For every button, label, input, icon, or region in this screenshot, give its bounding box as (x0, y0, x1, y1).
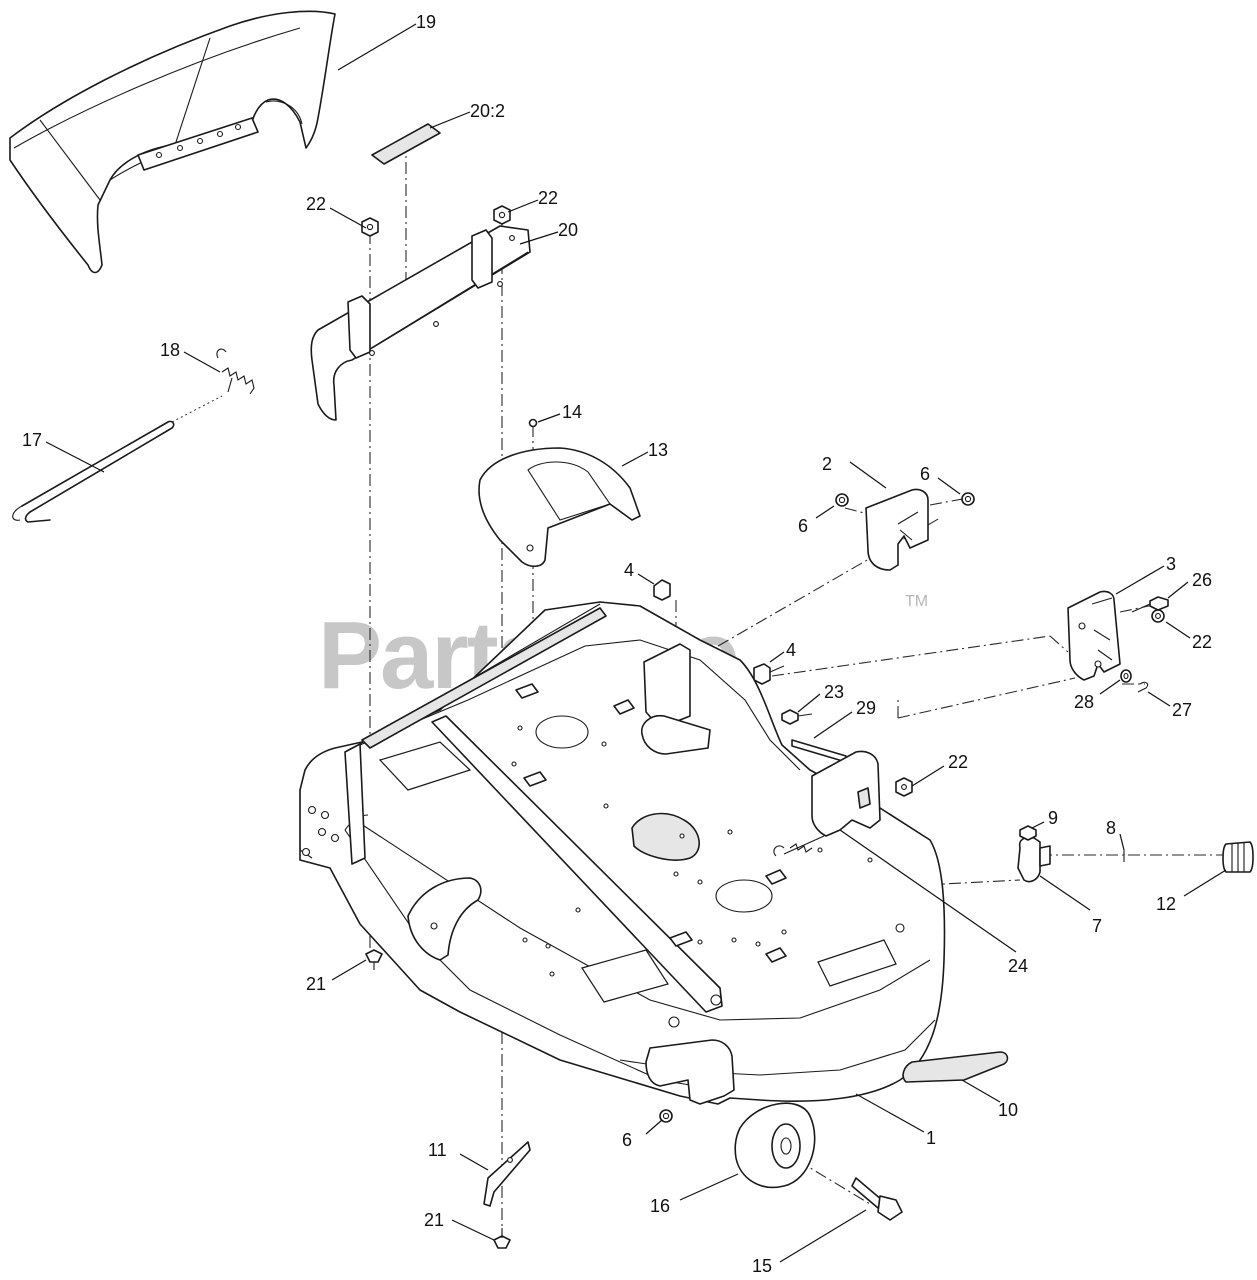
flange-nut-22-left (361, 217, 379, 237)
flange-nut-22-right (493, 205, 511, 225)
cotter-pin-27 (1137, 681, 1149, 693)
mower-deck-1 (299, 601, 946, 1105)
callout-11: 11 (428, 1140, 447, 1160)
rod-29 (791, 739, 847, 763)
callout-18: 18 (160, 340, 180, 360)
callout-14: 14 (562, 402, 582, 422)
nut-22-bracket (1151, 609, 1165, 623)
caster-wheel-16 (734, 1102, 816, 1189)
callout-20: 20 (558, 220, 578, 240)
callout-6-left: 6 (798, 516, 808, 536)
callout-8: 8 (1106, 818, 1116, 838)
spindle-cover-13 (478, 447, 641, 568)
hose-fitting-12 (1222, 841, 1254, 873)
spacer-6-right (961, 492, 975, 506)
spacer-6-left (835, 493, 849, 507)
callout-2: 2 (822, 454, 832, 474)
hook-spring-24 (773, 835, 825, 857)
callout-7: 7 (1092, 916, 1102, 936)
bracket-2 (865, 488, 929, 571)
pin-4-upper (653, 579, 671, 601)
decal-20-2 (371, 123, 441, 165)
callout-12: 12 (1156, 894, 1176, 914)
callout-22-top-left: 22 (306, 194, 326, 214)
screw-14 (528, 418, 538, 428)
callout-15: 15 (752, 1256, 772, 1276)
callout-22-lower: 22 (948, 752, 968, 772)
callout-13: 13 (648, 440, 668, 460)
callout-1: 1 (926, 1128, 936, 1148)
callout-16: 16 (650, 1196, 670, 1216)
torsion-spring-18 (216, 348, 255, 395)
callout-28: 28 (1074, 692, 1094, 712)
callout-23: 23 (824, 682, 844, 702)
screw-21-lower (493, 1228, 511, 1249)
callout-26: 26 (1192, 570, 1212, 590)
callout-4-upper: 4 (624, 560, 634, 580)
callout-27: 27 (1172, 700, 1192, 720)
spacer-6-lower (659, 1109, 673, 1123)
shield-10 (902, 1051, 1009, 1083)
callout-9: 9 (1048, 808, 1058, 828)
callout-29: 29 (856, 698, 876, 718)
leader-lines (45, 23, 1227, 1263)
chute-bracket-20 (310, 225, 531, 421)
callout-19: 19 (416, 12, 436, 32)
callout-21-lower: 21 (424, 1210, 444, 1230)
callout-24: 24 (1008, 956, 1028, 976)
callout-22-right: 22 (1192, 632, 1212, 652)
callout-21-upper: 21 (306, 974, 326, 994)
axle-bolt-15 (851, 1177, 903, 1221)
callout-3: 3 (1166, 554, 1176, 574)
bracket-11 (483, 1141, 531, 1207)
bolt-23 (781, 709, 813, 725)
callout-17: 17 (22, 430, 42, 450)
flange-nut-22-lower (895, 777, 913, 797)
callout-6-lower: 6 (622, 1130, 632, 1150)
washout-port-7 (1017, 836, 1051, 883)
chute-rod-17 (12, 395, 223, 523)
callout-22-top-right: 22 (538, 188, 558, 208)
bolt-9 (1019, 825, 1037, 841)
callout-20-2: 20:2 (470, 101, 505, 121)
callout-6-right: 6 (920, 464, 930, 484)
pin-4-lower (753, 663, 785, 685)
discharge-chute-19 (9, 10, 336, 274)
bolt-26 (1131, 596, 1169, 613)
screw-21-upper (365, 949, 383, 970)
height-bracket-3 (1067, 590, 1121, 681)
washer-28 (1120, 669, 1132, 683)
watermark-trademark: TM (905, 593, 928, 610)
deck-height-bracket (811, 750, 881, 837)
callout-labels: 19 20:2 22 22 20 18 17 14 13 2 6 6 4 4 3… (22, 12, 1212, 1276)
callout-4-lower: 4 (786, 640, 796, 660)
callout-10: 10 (998, 1100, 1018, 1120)
